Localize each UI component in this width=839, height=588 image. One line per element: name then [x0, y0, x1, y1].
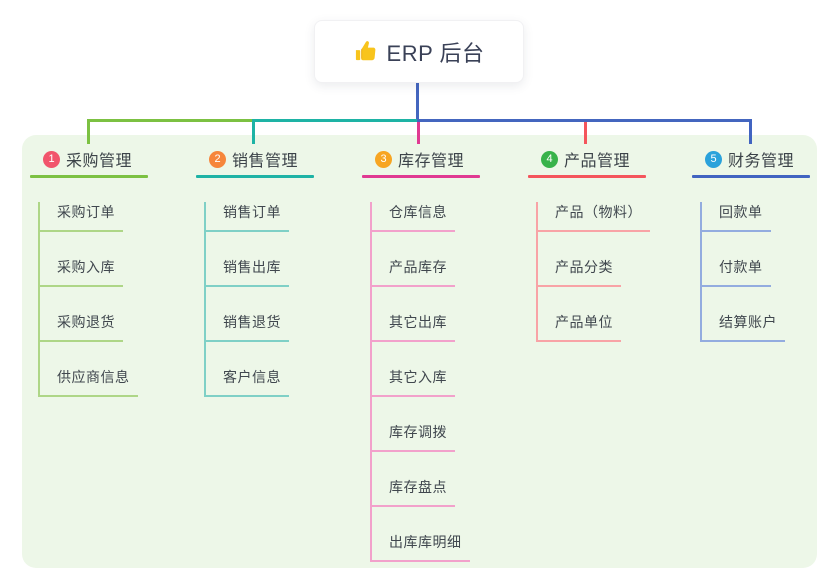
branch-header-4[interactable]: 4 产品管理: [528, 148, 693, 170]
node-item[interactable]: 产品分类: [538, 257, 621, 287]
branch-connector-5: [749, 119, 752, 144]
branch-label: 产品管理: [564, 153, 631, 170]
node-item[interactable]: 产品（物料）: [538, 202, 650, 232]
branches-panel: [22, 135, 817, 568]
node-item[interactable]: 出库库明细: [372, 532, 470, 562]
node-item[interactable]: 销售出库: [206, 257, 289, 287]
branch-header-2[interactable]: 2 销售管理: [196, 148, 361, 170]
branch-items: 销售订单销售出库销售退货客户信息: [204, 202, 361, 397]
node-item[interactable]: 采购订单: [40, 202, 123, 232]
branch-header-1[interactable]: 1 采购管理: [30, 148, 195, 170]
branch-1: 1 采购管理采购订单采购入库采购退货供应商信息: [30, 148, 195, 397]
node-item[interactable]: 结算账户: [702, 312, 785, 342]
node-item[interactable]: 销售订单: [206, 202, 289, 232]
branch-number-badge: 5: [705, 150, 722, 168]
branch-header-3[interactable]: 3 库存管理: [362, 148, 527, 170]
node-item[interactable]: 产品单位: [538, 312, 621, 342]
bus-segment-1: [87, 119, 255, 122]
branch-3: 3 库存管理仓库信息产品库存其它出库其它入库库存调拨库存盘点出库库明细: [362, 148, 527, 562]
branch-connector-1: [87, 119, 90, 144]
branch-underline: [528, 175, 646, 178]
node-item[interactable]: 产品库存: [372, 257, 455, 287]
branch-header-5[interactable]: 5 财务管理: [692, 148, 839, 170]
branch-connector-4: [584, 122, 587, 144]
branch-underline: [362, 175, 480, 178]
branch-number-badge: 4: [541, 150, 558, 168]
branch-items: 回款单付款单结算账户: [700, 202, 839, 342]
node-item[interactable]: 回款单: [702, 202, 771, 232]
branch-underline: [196, 175, 314, 178]
node-item[interactable]: 客户信息: [206, 367, 289, 397]
node-item[interactable]: 仓库信息: [372, 202, 455, 232]
branch-5: 5 财务管理回款单付款单结算账户: [692, 148, 839, 342]
branch-number-badge: 3: [375, 150, 392, 168]
node-item[interactable]: 库存调拨: [372, 422, 455, 452]
bus-segment-3: [417, 119, 752, 122]
thumbs-up-icon: [354, 40, 377, 63]
node-item[interactable]: 其它入库: [372, 367, 455, 397]
branch-2: 2 销售管理销售订单销售出库销售退货客户信息: [196, 148, 361, 397]
branch-items: 仓库信息产品库存其它出库其它入库库存调拨库存盘点出库库明细: [370, 202, 527, 562]
root-connector-line: [416, 83, 419, 122]
branch-items: 采购订单采购入库采购退货供应商信息: [38, 202, 195, 397]
branch-number-badge: 1: [43, 150, 60, 168]
node-item[interactable]: 采购退货: [40, 312, 123, 342]
root-node[interactable]: ERP 后台: [314, 20, 524, 83]
branch-label: 采购管理: [66, 153, 133, 170]
branch-underline: [692, 175, 810, 178]
branch-label: 销售管理: [232, 153, 299, 170]
branch-label: 财务管理: [728, 153, 795, 170]
branch-connector-3: [417, 122, 420, 144]
branch-items: 产品（物料） 产品分类产品单位: [536, 202, 693, 342]
branch-4: 4 产品管理产品（物料） 产品分类产品单位: [528, 148, 693, 342]
root-title: ERP 后台: [386, 40, 485, 66]
node-item[interactable]: 供应商信息: [40, 367, 138, 397]
bus-segment-2: [252, 119, 420, 122]
node-item[interactable]: 销售退货: [206, 312, 289, 342]
node-item[interactable]: 付款单: [702, 257, 771, 287]
branch-connector-2: [252, 119, 255, 144]
node-item[interactable]: 采购入库: [40, 257, 123, 287]
branch-underline: [30, 175, 148, 178]
branch-number-badge: 2: [209, 150, 226, 168]
node-item[interactable]: 库存盘点: [372, 477, 455, 507]
branch-label: 库存管理: [398, 153, 465, 170]
node-item[interactable]: 其它出库: [372, 312, 455, 342]
